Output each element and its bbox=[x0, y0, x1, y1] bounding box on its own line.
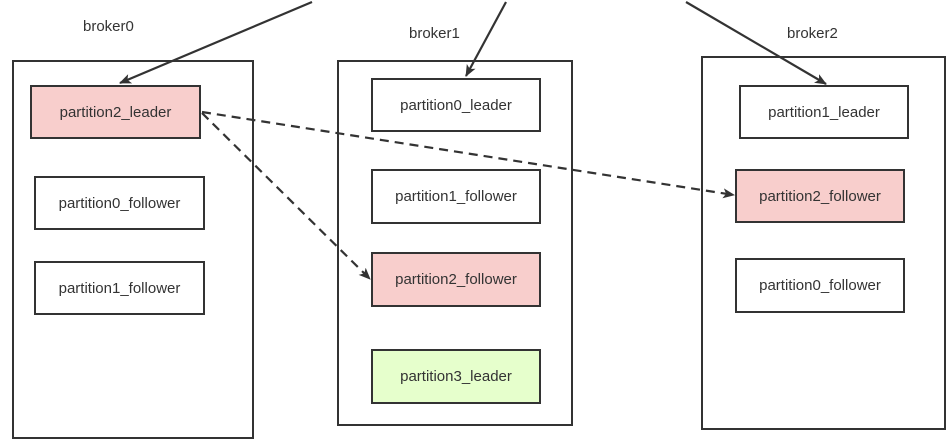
broker1-partition2-follower: partition2_follower bbox=[371, 252, 541, 307]
replication-arrow-to-broker1 bbox=[201, 112, 371, 280]
broker1-box bbox=[337, 60, 573, 426]
broker0-box bbox=[12, 60, 254, 439]
incoming-arrow-broker1 bbox=[465, 1, 507, 77]
broker2-box bbox=[701, 56, 946, 430]
broker0-label: broker0 bbox=[83, 18, 134, 35]
broker1-partition0-leader: partition0_leader bbox=[371, 78, 541, 132]
incoming-arrow-broker0 bbox=[119, 0, 313, 85]
broker0-partition2-leader: partition2_leader bbox=[30, 85, 201, 139]
broker1-label: broker1 bbox=[409, 25, 460, 42]
broker2-label: broker2 bbox=[787, 25, 838, 42]
broker1-partition3-leader: partition3_leader bbox=[371, 349, 541, 404]
broker2-partition0-follower: partition0_follower bbox=[735, 258, 905, 313]
broker2-partition1-leader: partition1_leader bbox=[739, 85, 909, 139]
broker1-partition1-follower: partition1_follower bbox=[371, 169, 541, 224]
incoming-arrow-broker2 bbox=[685, 1, 827, 85]
broker0-partition1-follower: partition1_follower bbox=[34, 261, 205, 315]
broker2-partition2-follower: partition2_follower bbox=[735, 169, 905, 223]
broker0-partition0-follower: partition0_follower bbox=[34, 176, 205, 230]
